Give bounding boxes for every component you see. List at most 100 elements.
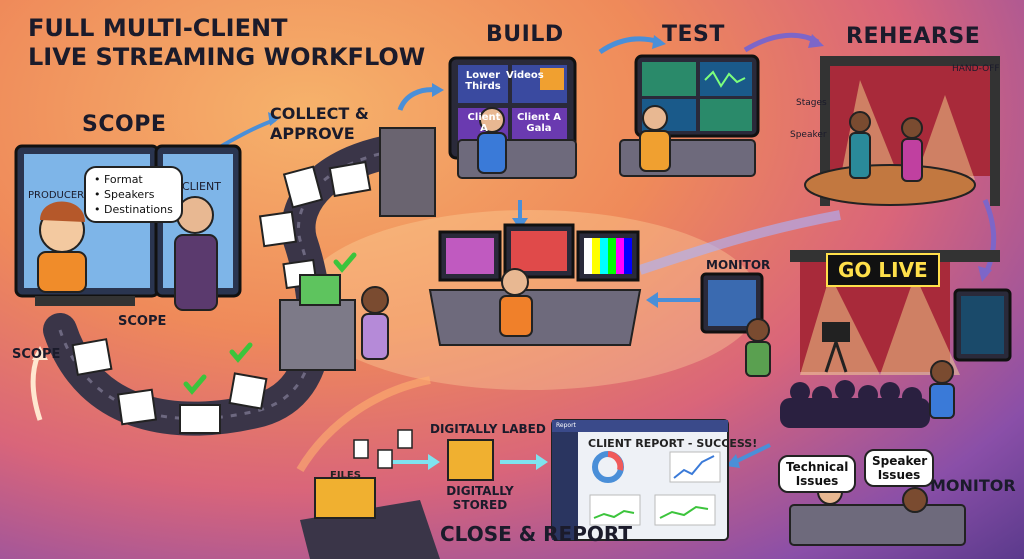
tester-head	[642, 105, 668, 131]
stage-label-build: BUILD	[486, 22, 564, 47]
speaker-body	[901, 138, 923, 182]
report-title: CLIENT REPORT - SUCCESS!	[588, 437, 758, 450]
control-screen	[511, 231, 567, 271]
approval-machine	[279, 299, 356, 371]
speaker-issues-bubble: Speaker Issues	[864, 449, 934, 487]
approved-stack	[299, 274, 341, 306]
bubble-speakers: • Speakers	[94, 188, 155, 201]
document-icon	[353, 439, 369, 459]
monitor-operator-body	[745, 341, 771, 377]
producer-body	[37, 251, 87, 293]
report-line-chart	[673, 455, 715, 479]
stage-label-go-live: GO LIVE	[826, 253, 940, 287]
donut-chart	[607, 451, 624, 471]
client-body	[174, 234, 218, 311]
arrow-head-icon	[808, 34, 824, 48]
collect-line: COLLECT &	[270, 104, 369, 123]
stage-truss	[990, 56, 1000, 206]
arrow-head-icon	[32, 346, 48, 360]
report-titlebar	[552, 420, 728, 432]
monitor-operator-body	[929, 383, 955, 419]
stage-label-monitor-left: MONITOR	[706, 258, 771, 272]
stored-folder-icon	[447, 439, 494, 481]
producer-desk	[35, 296, 135, 306]
rehearse-label-speaker: Speaker	[790, 130, 827, 140]
producer-label: PRODUCER	[28, 190, 85, 201]
flow-arrow	[30, 354, 43, 421]
audience-crowd	[780, 380, 930, 428]
title-line-1: FULL MULTI-CLIENT	[28, 14, 288, 42]
arrow-head-icon	[536, 454, 548, 470]
report-sparkline	[593, 509, 635, 519]
files-folder	[314, 477, 376, 519]
stage-label-scope: SCOPE	[82, 112, 167, 137]
scope-speech-bubble: • Format • Speakers • Destinations	[84, 166, 183, 223]
report-sparkline	[659, 505, 709, 519]
test-screen	[642, 62, 696, 96]
arrow-head-icon	[726, 454, 740, 468]
control-console	[428, 289, 642, 346]
monitor-station-display	[708, 280, 756, 326]
worker-body	[361, 313, 389, 360]
arrow-head-icon	[428, 454, 440, 470]
tech-head	[902, 487, 928, 513]
rehearse-label-handoff: HAND-OFF	[952, 64, 1000, 74]
arrow-head-icon	[268, 112, 280, 126]
stage-label-monitor-right: MONITOR	[930, 476, 1016, 495]
document-icon	[397, 429, 413, 449]
control-screen	[446, 238, 494, 274]
report-tab-label: Report	[556, 422, 576, 429]
spotlight-beam	[880, 275, 960, 375]
rehearse-label-stages: Stages	[796, 98, 827, 108]
camera-icon	[822, 322, 850, 342]
speaker-head	[849, 111, 871, 133]
title-line-2: LIVE STREAMING WORKFLOW	[28, 43, 426, 71]
build-screen-client-a: Client A	[467, 112, 501, 134]
build-console	[457, 139, 577, 179]
operator-head	[501, 268, 529, 296]
color-bars-screen	[584, 238, 632, 274]
build-screen-videos: Videos	[506, 70, 544, 81]
worker-head	[361, 286, 389, 314]
flow-arrow	[296, 376, 431, 473]
operator-body	[499, 295, 533, 337]
monitor-operator-head	[746, 318, 770, 342]
monitor-station-display	[961, 296, 1004, 354]
video-thumbnail	[540, 68, 564, 90]
signal-graph	[704, 70, 746, 88]
document-icon	[377, 449, 393, 469]
signal-stream	[638, 210, 841, 275]
scanner-machine	[379, 127, 436, 217]
flow-arrow	[598, 36, 661, 55]
monitor-operator-head	[930, 360, 954, 384]
stage-truss	[820, 56, 830, 206]
scope-label-belt: SCOPE	[118, 314, 167, 329]
builder-body	[477, 132, 507, 174]
scope-label-left: SCOPE	[12, 347, 61, 362]
stage-label-test: TEST	[662, 22, 725, 47]
tester-body	[639, 130, 671, 172]
check-icons	[183, 252, 357, 395]
report-widget	[589, 494, 641, 526]
producer-hair	[40, 201, 85, 222]
camera-tripod	[824, 341, 838, 373]
speaker-head	[901, 117, 923, 139]
stage-label-collect-approve: COLLECT & APPROVE	[270, 104, 369, 144]
camera-tripod	[834, 341, 848, 373]
build-screen-lower-thirds: Lower Thirds	[465, 70, 501, 92]
flow-arrow	[743, 32, 820, 53]
page-title: FULL MULTI-CLIENT LIVE STREAMING WORKFLO…	[28, 14, 425, 72]
arrow-head-icon	[652, 35, 666, 49]
technical-issues-bubble: Technical Issues	[778, 455, 856, 493]
approve-line: APPROVE	[270, 124, 355, 143]
report-sidebar	[552, 432, 578, 540]
digitally-stored-label: DIGITALLY STORED	[446, 484, 514, 512]
conveyor-cards	[71, 160, 372, 434]
build-screen-client-a-gala: Client A Gala	[516, 112, 562, 134]
arrow-head-icon	[432, 83, 444, 97]
bubble-destinations: • Destinations	[94, 203, 173, 216]
flow-arrow	[734, 443, 771, 464]
speaker-body	[849, 132, 871, 179]
build-screen	[458, 65, 508, 103]
